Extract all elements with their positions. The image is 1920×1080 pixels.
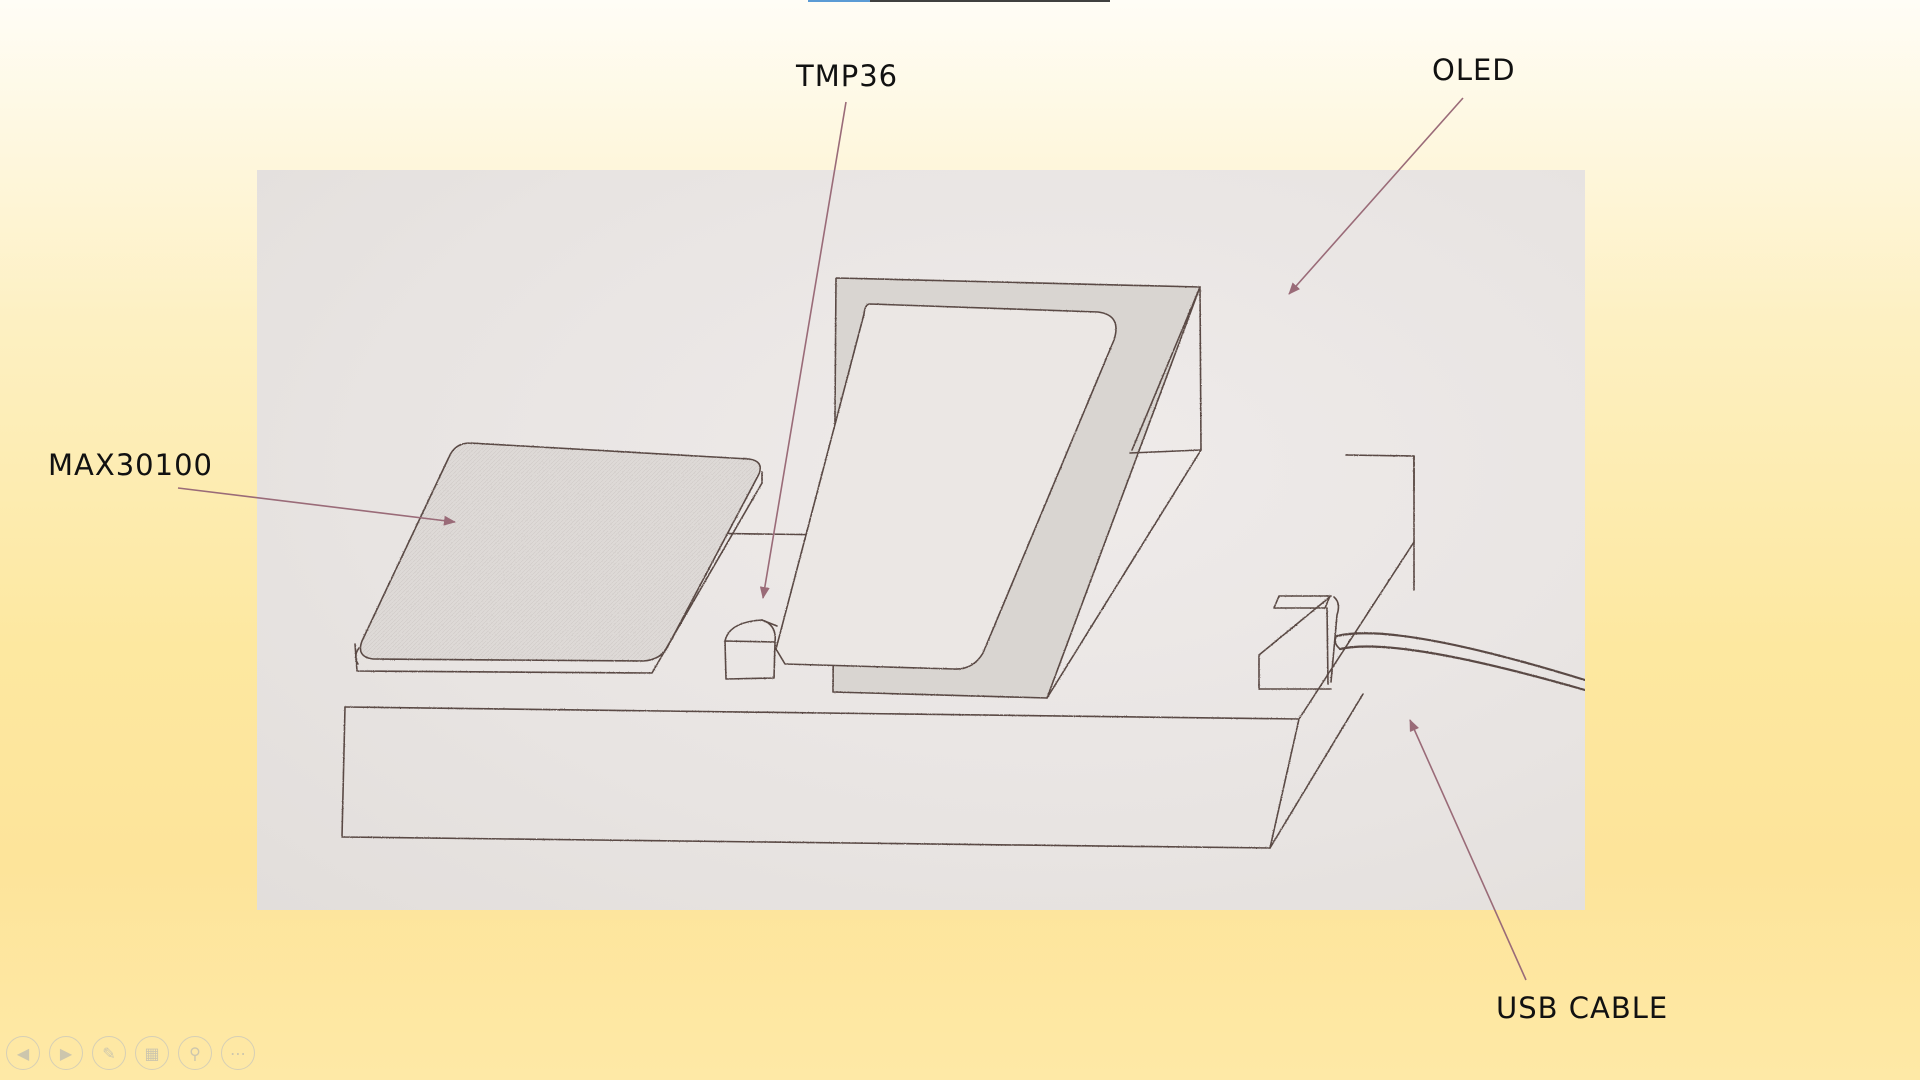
sketch-drawing — [257, 170, 1585, 910]
label-max30100: MAX30100 — [48, 448, 213, 482]
sketch-photo — [257, 170, 1585, 910]
tmp36-sensor — [725, 641, 775, 679]
more-icon[interactable]: ⋯ — [221, 1036, 255, 1070]
usb-cable — [1337, 633, 1585, 680]
zoom-icon[interactable]: ⚲ — [178, 1036, 212, 1070]
label-oled: OLED — [1432, 53, 1516, 87]
usb-connector — [1274, 596, 1330, 608]
next-icon[interactable]: ▶ — [49, 1036, 83, 1070]
max30100-pad — [360, 443, 760, 661]
pen-icon[interactable]: ✎ — [92, 1036, 126, 1070]
title-underline-accent — [808, 0, 870, 2]
slides-grid-icon[interactable]: ▦ — [135, 1036, 169, 1070]
label-usb-cable: USB CABLE — [1496, 991, 1668, 1025]
label-tmp36: TMP36 — [796, 59, 898, 93]
title-underline — [808, 0, 1110, 2]
base-front-face — [342, 707, 1299, 848]
slideshow-toolbar: ◀ ▶ ✎ ▦ ⚲ ⋯ — [6, 1034, 255, 1072]
previous-icon[interactable]: ◀ — [6, 1036, 40, 1070]
